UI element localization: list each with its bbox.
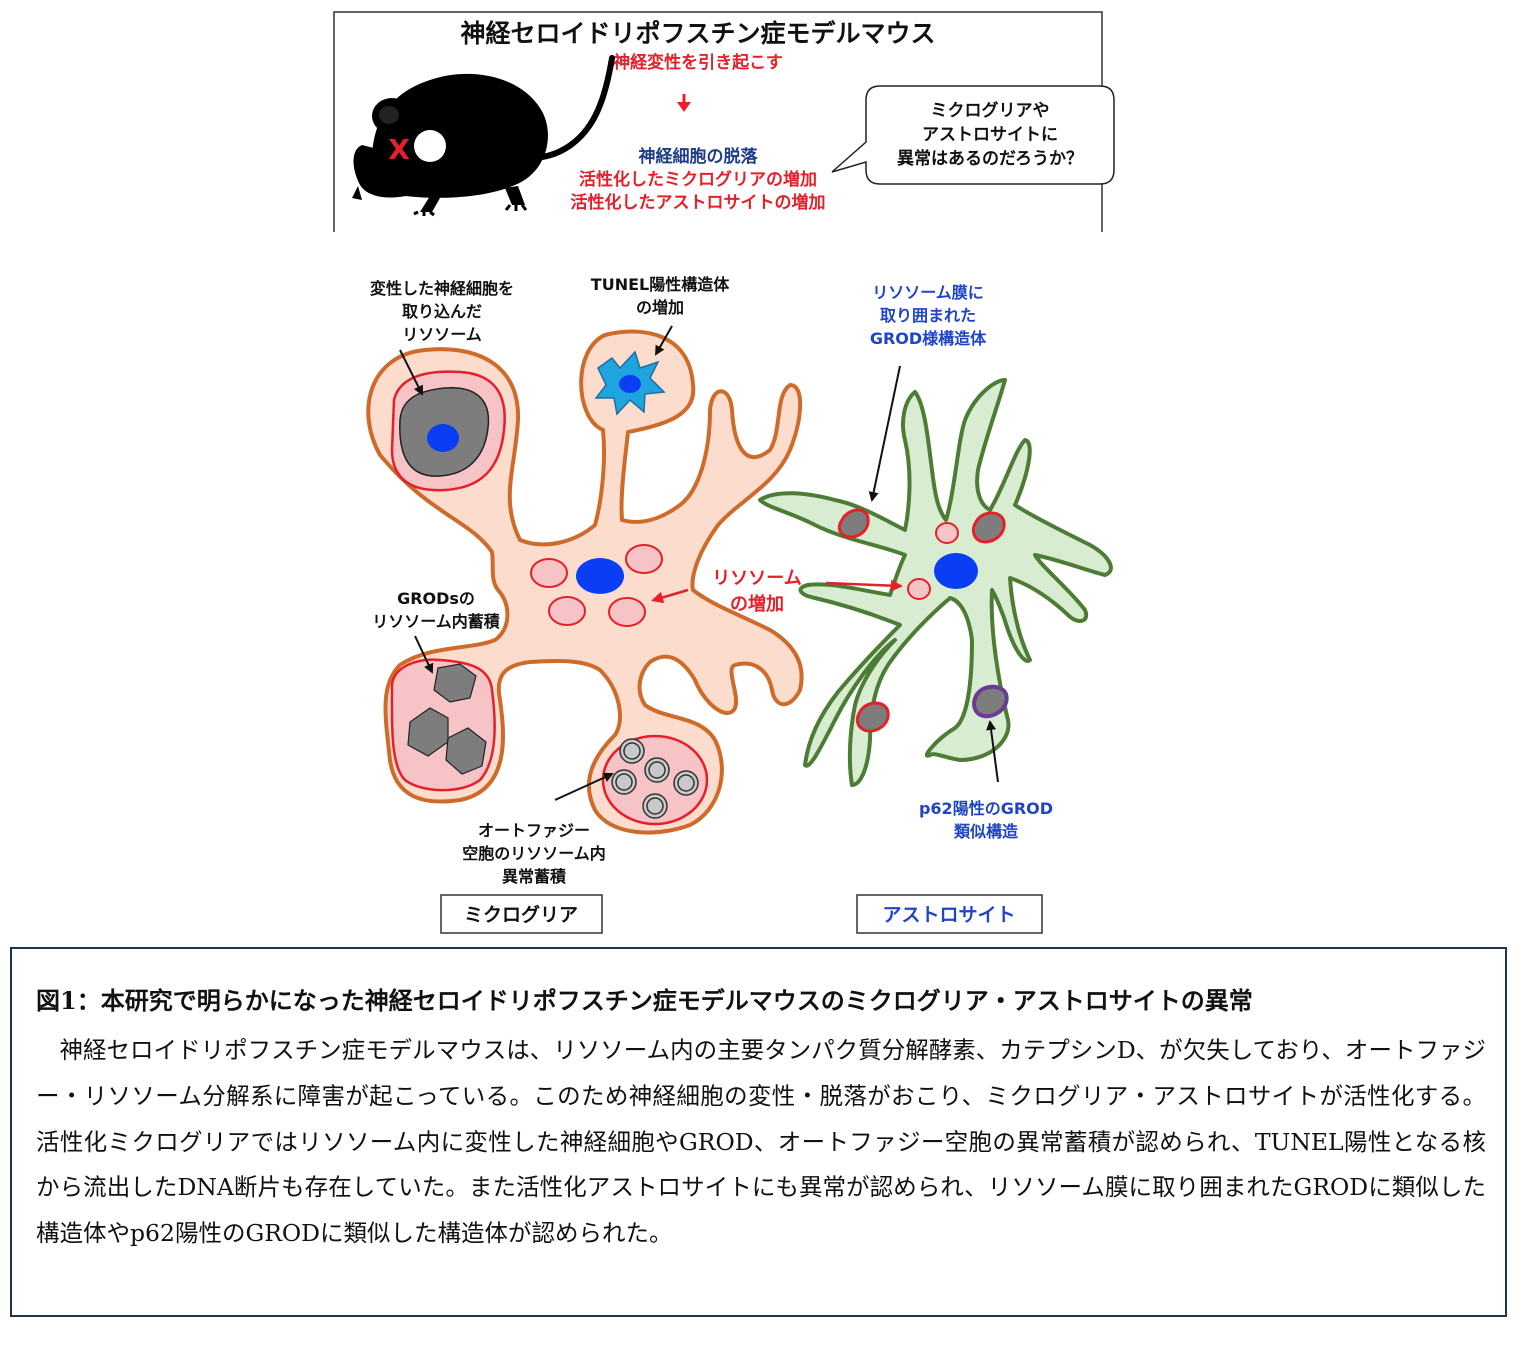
model-title: 神経セロイドリポフスチン症モデルマウス — [460, 19, 935, 48]
astrocyte-label-p62: p62陽性のGROD 類似構造 — [919, 720, 1053, 841]
arrow-icon — [825, 579, 903, 592]
label-line: TUNEL陽性構造体 — [591, 275, 730, 294]
caption-body: 神経セロイドリポフスチン症モデルマウスは、リソソーム内の主要タンパク質分解酵素、… — [36, 1036, 1486, 1248]
p62-grod-like-structure — [972, 684, 1009, 719]
astrocyte-panel-label: アストロサイト — [856, 894, 1043, 934]
question-bubble: ミクログリアや アストロサイトに 異常はあるのだろうか？ — [831, 85, 1115, 185]
label-line: 取り囲まれた — [880, 306, 976, 325]
lysosome-increase-label: リソソーム の増加 — [651, 568, 903, 615]
label-line: リソソーム膜に — [872, 283, 984, 302]
microglia-nucleus — [576, 558, 624, 594]
label-line: 空胞のリソソーム内 — [462, 844, 606, 863]
caption-title: 図1：本研究で明らかになった神経セロイドリポフスチン症モデルマウスのミクログリア… — [36, 986, 1253, 1015]
arrow-icon — [414, 635, 434, 674]
figure-caption: 図1：本研究で明らかになった神経セロイドリポフスチン症モデルマウスのミクログリア… — [10, 947, 1507, 1317]
label-line: 類似構造 — [953, 822, 1019, 841]
label-line: 異常蓄積 — [502, 867, 567, 886]
arrow-icon — [868, 365, 901, 502]
question-line-3: 異常はあるのだろうか？ — [897, 148, 1083, 169]
microglia-lysosomes — [530, 544, 663, 627]
microglia-label-grods: GRODsの リソソーム内蓄積 — [372, 589, 501, 674]
microglia-cell — [366, 329, 804, 835]
label-line: の増加 — [730, 593, 784, 615]
label-line: GROD様構造体 — [870, 329, 987, 348]
question-line-1: ミクログリアや — [931, 100, 1050, 121]
top-panel: 神経セロイドリポフスチン症モデルマウス 神経変性を引き起こす 神経細胞の脱落 活… — [333, 11, 1115, 232]
astrocyte-cell — [758, 378, 1113, 787]
effect-astrocyte: 活性化したアストロサイトの増加 — [571, 192, 826, 213]
arrow-icon — [651, 588, 689, 604]
arrow-icon — [399, 349, 423, 396]
grod-lysosome — [390, 658, 496, 792]
autophagy-lysosome — [601, 734, 709, 826]
microglia-panel-text: ミクログリア — [464, 903, 578, 926]
astrocyte-grod-like-structures — [837, 508, 1006, 733]
astrocyte-lysosomes — [907, 522, 978, 600]
knockout-mark: X — [388, 133, 410, 166]
arrow-icon — [655, 325, 673, 356]
label-line: リソソーム — [712, 568, 801, 589]
engulfed-neuron-lysosome — [390, 370, 506, 492]
arrow-icon — [554, 772, 614, 801]
label-line: の増加 — [636, 298, 684, 317]
astrocyte-label-grod-like: リソソーム膜に 取り囲まれた GROD様構造体 — [868, 283, 987, 502]
question-line-2: アストロサイトに — [922, 125, 1058, 145]
effect-microglia: 活性化したミクログリアの増加 — [579, 169, 817, 190]
astrocyte-panel-text: アストロサイト — [882, 904, 1015, 926]
label-line: リソソーム — [402, 325, 482, 344]
mouse-icon: X — [352, 55, 615, 217]
astrocyte-body — [758, 378, 1113, 787]
microglia-panel-label: ミクログリア — [440, 894, 603, 934]
astrocyte-nucleus — [934, 553, 978, 589]
tunel-structure-icon — [594, 350, 666, 416]
microglia-label-autophagy: オートファジー 空胞のリソソーム内 異常蓄積 — [462, 772, 614, 886]
nucleus — [427, 424, 459, 452]
label-line: 変性した神経細胞を — [370, 279, 514, 298]
microglia-label-tunel: TUNEL陽性構造体 の増加 — [591, 275, 730, 356]
label-line: オートファジー — [478, 821, 590, 840]
cause-label: 神経変性を引き起こす — [613, 52, 783, 73]
arrow-icon — [986, 720, 999, 783]
microglia-label-lysosome-neuron: 変性した神経細胞を 取り込んだ リソソーム — [370, 279, 514, 396]
label-line: 取り込んだ — [402, 302, 482, 321]
label-line: リソソーム内蓄積 — [372, 612, 501, 631]
label-line: p62陽性のGROD — [919, 799, 1053, 818]
figure-diagram: 神経セロイドリポフスチン症モデルマウス 神経変性を引き起こす 神経細胞の脱落 活… — [333, 11, 1115, 934]
down-arrow-icon — [677, 94, 691, 112]
label-line: GRODsの — [397, 589, 475, 608]
effect-neuron-loss: 神経細胞の脱落 — [639, 146, 759, 167]
